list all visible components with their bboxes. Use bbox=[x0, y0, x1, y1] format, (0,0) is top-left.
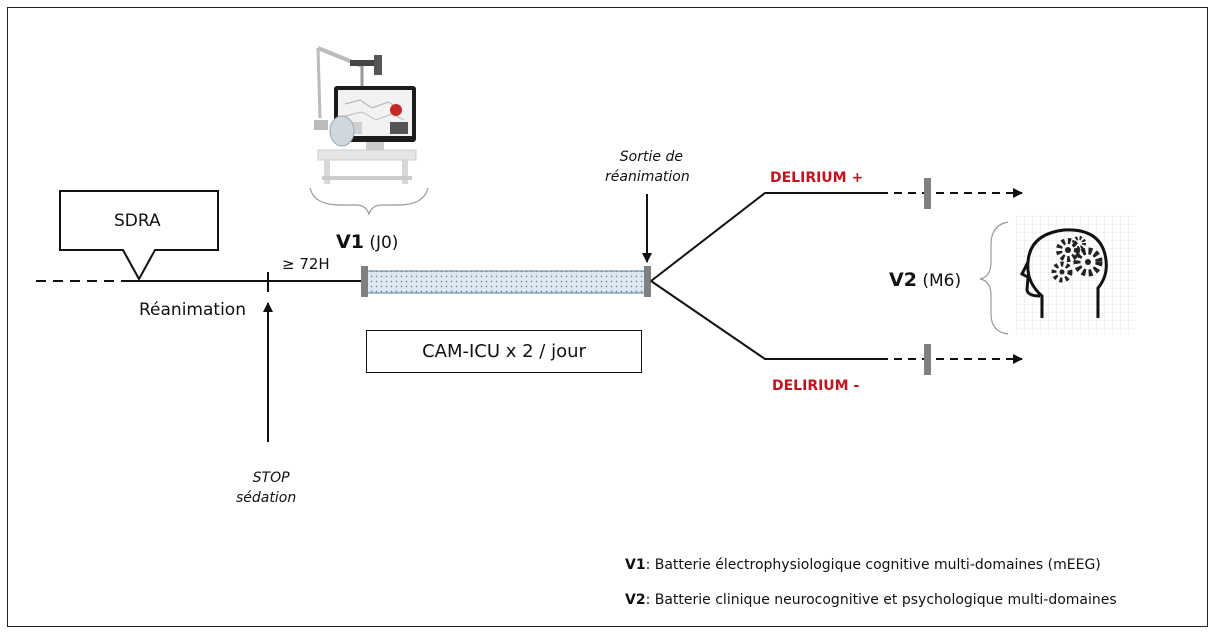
head-gears-icon bbox=[1016, 215, 1136, 335]
delirium-minus-marker bbox=[924, 344, 931, 375]
v2-label: V2 (M6) bbox=[889, 269, 961, 291]
delay-label: ≥ 72H bbox=[282, 255, 330, 273]
delirium-plus-branch bbox=[650, 192, 880, 282]
v1-label: V1 (J0) bbox=[336, 231, 398, 253]
icu-exit-marker bbox=[644, 266, 651, 297]
v1-brace bbox=[309, 187, 429, 216]
delirium-plus-marker bbox=[924, 178, 931, 209]
sdra-callout bbox=[59, 190, 219, 282]
sdra-label: SDRA bbox=[114, 211, 161, 231]
v1-name: V1 bbox=[336, 231, 364, 253]
legend-v1: V1: Batterie électrophysiologique cognit… bbox=[625, 557, 1101, 573]
reanimation-label: Réanimation bbox=[139, 300, 246, 320]
v2-when: (M6) bbox=[922, 271, 962, 291]
meeg-equipment-icon bbox=[314, 46, 417, 184]
delirium-plus-label: DELIRIUM + bbox=[770, 170, 864, 186]
icu-exit-label: Sortie de réanimation bbox=[605, 149, 690, 185]
cam-icu-label: CAM-ICU x 2 / jour bbox=[422, 341, 586, 362]
delirium-minus-label: DELIRIUM - bbox=[772, 378, 860, 394]
delirium-minus-branch bbox=[650, 280, 880, 360]
cam-icu-box: CAM-ICU x 2 / jour bbox=[366, 330, 642, 373]
v1-when: (J0) bbox=[369, 233, 399, 253]
legend-v2: V2: Batterie clinique neurocognitive et … bbox=[625, 592, 1117, 608]
v1-marker bbox=[361, 266, 368, 297]
v2-name: V2 bbox=[889, 269, 917, 291]
v2-brace bbox=[979, 221, 1009, 335]
figure-frame bbox=[7, 7, 1208, 627]
stop-sedation-label: STOP sédation bbox=[236, 470, 297, 506]
